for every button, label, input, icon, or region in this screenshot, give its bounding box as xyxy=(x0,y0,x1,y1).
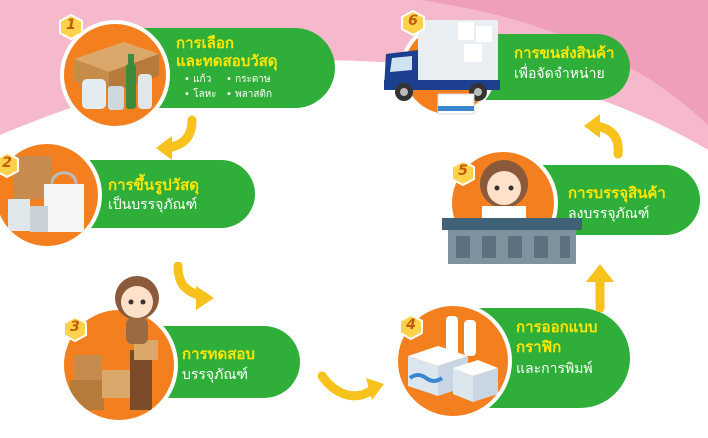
bullet-glass: แก้ว xyxy=(193,74,212,85)
step-1-title-line-2: และทดสอบวัสดุ xyxy=(176,52,278,70)
step-4-subtitle: และการพิมพ์ xyxy=(516,361,593,377)
materials-icon xyxy=(74,42,159,110)
milk-cartons-icon xyxy=(408,316,498,402)
step-1-circle xyxy=(60,20,170,130)
step-1-bullet-row-1: • แก้ว• กระดาษ xyxy=(184,74,271,85)
step-4-number-badge: 4 xyxy=(398,314,424,340)
step-1-bullet-row-2: • โลหะ• พลาสติก xyxy=(184,89,273,100)
step-5-subtitle: ลงบรรจุภัณฑ์ xyxy=(568,206,650,222)
step-3-number-badge: 3 xyxy=(62,316,88,342)
conveyor-belt xyxy=(442,218,582,264)
arrow-4-to-5-icon xyxy=(586,264,614,312)
step-5-number-badge: 5 xyxy=(450,160,476,186)
step-2-subtitle: เป็นบรรจุภัณฑ์ xyxy=(108,197,198,213)
step-6-number-badge: 6 xyxy=(400,10,426,36)
boxes-and-girl-icon xyxy=(70,340,158,410)
bullet-metal: โลหะ xyxy=(193,89,217,100)
step-2-number: 2 xyxy=(2,155,12,171)
arrow-3-to-4-icon xyxy=(318,371,384,401)
step-4-circle xyxy=(394,302,512,420)
step-2-title: การขึ้นรูปวัสดุ xyxy=(108,176,199,194)
step-2-number-badge: 2 xyxy=(0,152,20,178)
step-1-number: 1 xyxy=(66,17,76,33)
bullet-paper: กระดาษ xyxy=(235,74,271,85)
step-5-number: 5 xyxy=(458,163,468,179)
arrow-1-to-2-icon xyxy=(156,115,197,160)
step-6-title: การขนส่งสินค้า xyxy=(514,44,615,62)
arrow-5-to-6-icon xyxy=(584,114,623,159)
step-6-number: 6 xyxy=(408,13,418,29)
step-4-title-line-1: การออกแบบ xyxy=(516,318,598,336)
step-4-number: 4 xyxy=(406,317,416,333)
step-5-title: การบรรจุสินค้า xyxy=(568,184,666,202)
step-4-title-line-2: กราฟิก xyxy=(516,338,562,356)
arrow-2-to-3-icon xyxy=(173,262,214,310)
delivery-truck-icon xyxy=(384,20,500,115)
step-6-subtitle: เพื่อจัดจำหน่าย xyxy=(514,66,605,82)
step-1-title-line-1: การเลือก xyxy=(176,34,234,52)
step-3-character xyxy=(115,276,159,344)
step-3-subtitle: บรรจุภัณฑ์ xyxy=(182,367,248,383)
step-3-number: 3 xyxy=(70,319,80,335)
bags-and-cans-icon xyxy=(8,156,84,232)
step-3-title: การทดสอบ xyxy=(182,345,255,363)
bullet-plastic: พลาสติก xyxy=(235,89,273,100)
step-1-number-badge: 1 xyxy=(58,14,84,40)
